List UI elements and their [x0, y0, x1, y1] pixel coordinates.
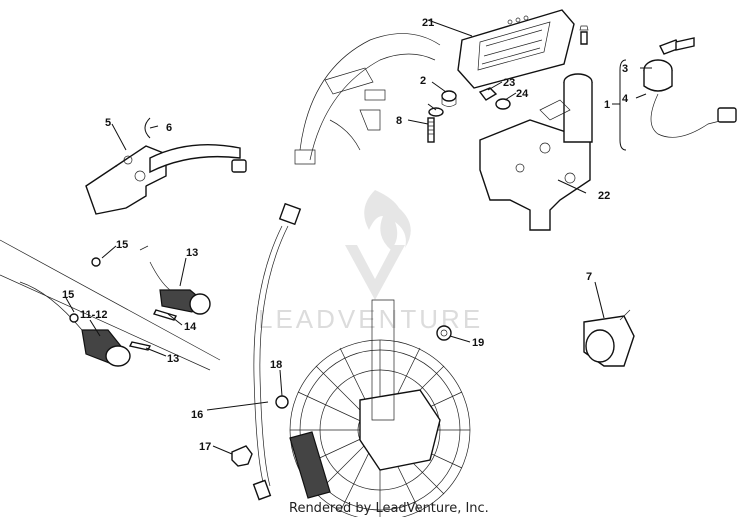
bolt-part-14	[153, 309, 177, 321]
turn-signal-left	[19, 281, 131, 367]
callout-15-upper: 15	[116, 239, 128, 251]
callout-15-lower: 15	[62, 289, 74, 301]
callout-18: 18	[270, 359, 282, 371]
washer-part	[428, 107, 444, 117]
bolt-part-13	[128, 341, 152, 351]
clamp-part-17	[231, 445, 253, 467]
callout-7: 7	[586, 271, 592, 283]
callout-21: 22	[598, 190, 610, 202]
nut-part-15a	[91, 257, 101, 267]
turn-signal-right	[139, 245, 211, 315]
horn	[583, 309, 635, 367]
clip-part	[144, 117, 151, 139]
leader-lines	[65, 19, 652, 455]
handlebar-switch	[85, 144, 247, 215]
screw-part	[579, 25, 589, 45]
front-fender	[294, 33, 441, 165]
callout-13: 13	[167, 353, 179, 365]
callout-16: 16	[191, 409, 203, 421]
nut-part	[478, 87, 498, 101]
meter-bracket	[479, 73, 593, 231]
callout-22: 23	[503, 77, 515, 89]
callout-2: 2	[420, 75, 426, 87]
callout-19: 19	[472, 337, 484, 349]
bolt-part	[427, 117, 435, 143]
footer-credit: Rendered by LeadVenture, Inc.	[289, 501, 489, 516]
callout-11-12: 13	[186, 247, 198, 259]
callout-3: 3	[622, 63, 628, 75]
callout-5: 5	[105, 117, 111, 129]
washer-part-19	[436, 325, 452, 341]
section-divider-2	[0, 274, 211, 371]
section-divider	[0, 239, 221, 361]
callout-8: 8	[396, 115, 402, 127]
speedometer-cable	[252, 202, 302, 501]
front-wheel	[289, 299, 471, 517]
ignition-switch	[643, 37, 737, 138]
callout-4: 4	[622, 93, 629, 105]
callout-1: 1	[604, 99, 610, 111]
callout-labels: 21 2 8 23 24 22 3 4 1 5 6 7 13 15 15 11-…	[62, 17, 629, 453]
callout-6: 6	[166, 122, 172, 134]
callout-20: 21	[422, 17, 434, 29]
callout-23: 24	[516, 88, 529, 100]
ignition-bracket-brace	[619, 59, 627, 151]
collar-part	[495, 98, 511, 110]
speedometer	[457, 9, 575, 89]
rubber-grommet-part	[441, 90, 457, 107]
callout-14: 14	[184, 321, 197, 333]
callout-17: 17	[199, 441, 211, 453]
grommet-part-18	[275, 395, 289, 409]
nut-part-15b	[69, 313, 79, 323]
callout-9-10: 11-12	[80, 309, 108, 321]
